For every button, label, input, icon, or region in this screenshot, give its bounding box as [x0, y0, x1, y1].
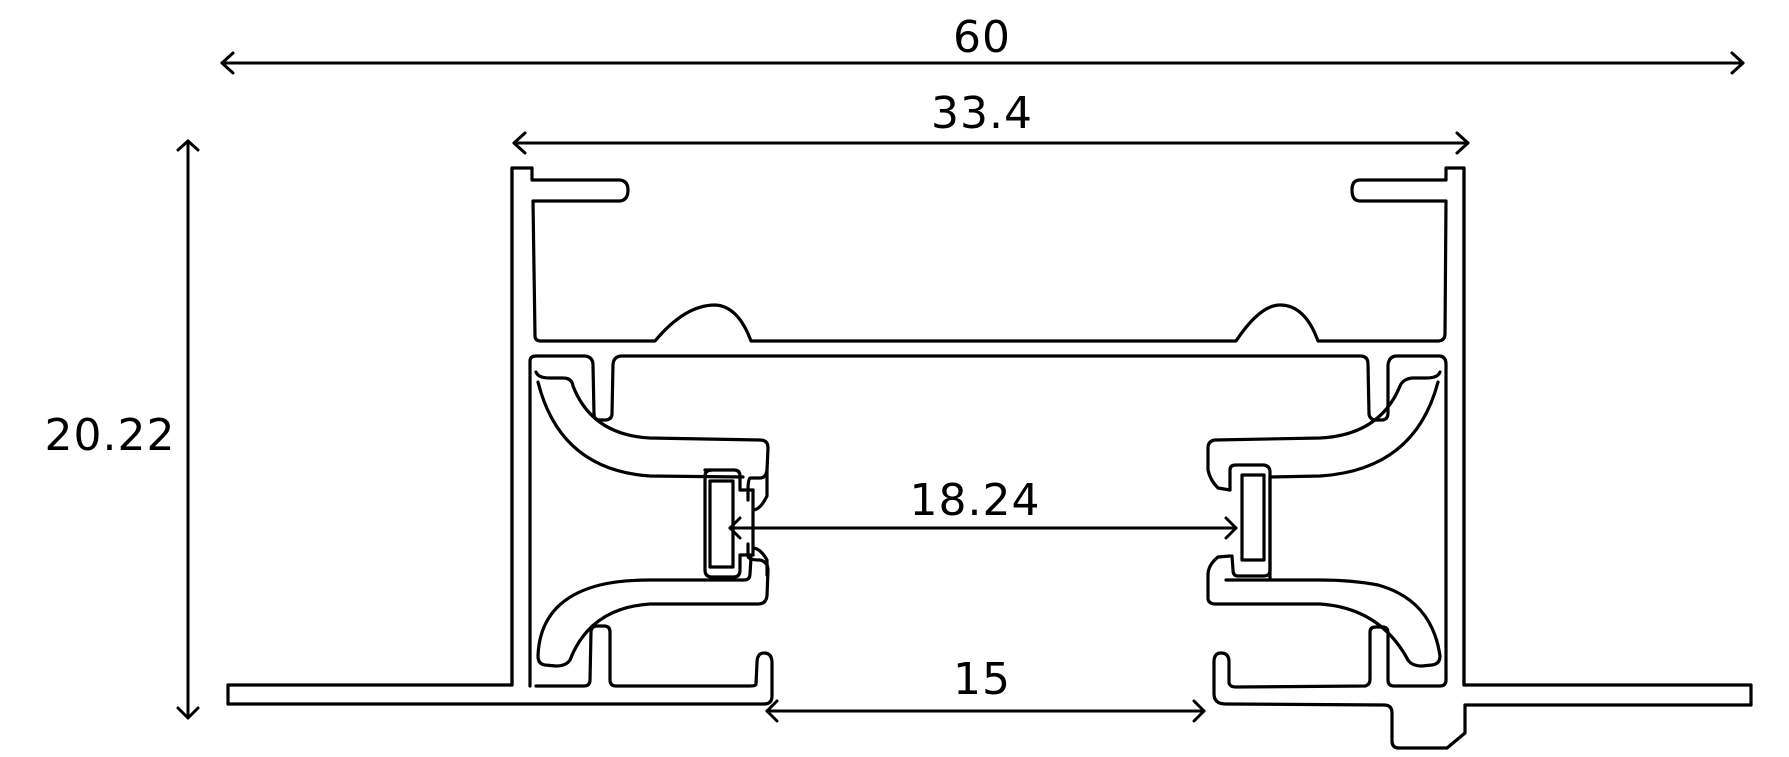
- dimension-label-opening-width: 15: [953, 654, 1011, 705]
- right-contact-strip: [1240, 473, 1266, 562]
- left-contact-strip: [708, 479, 735, 569]
- dimension-inner-contact-span: 18.24: [728, 475, 1238, 540]
- arrow-left-icon: [728, 516, 742, 540]
- dimension-label-height: 20.22: [45, 410, 176, 461]
- right-clip: [1206, 370, 1442, 668]
- dimension-height: 20.22: [45, 139, 200, 720]
- dimension-opening-width: 15: [765, 654, 1206, 723]
- arrow-right-icon: [1455, 131, 1470, 155]
- arrow-left-icon: [765, 699, 779, 723]
- profile-outline: [226, 166, 1753, 750]
- arrow-left-icon: [220, 51, 235, 75]
- dimension-label-inner-contact-span: 18.24: [910, 475, 1041, 526]
- dimension-label-body-width: 33.4: [931, 88, 1033, 139]
- arrow-up-icon: [176, 139, 200, 152]
- arrow-left-icon: [512, 131, 527, 155]
- arrow-right-icon: [1224, 516, 1238, 540]
- dimension-label-overall-width: 60: [953, 12, 1011, 63]
- arrow-down-icon: [176, 706, 200, 720]
- arrow-right-icon: [1730, 51, 1745, 75]
- dimension-body-width: 33.4: [512, 88, 1470, 155]
- arrow-right-icon: [1192, 699, 1206, 723]
- dimension-overall-width: 60: [220, 12, 1745, 75]
